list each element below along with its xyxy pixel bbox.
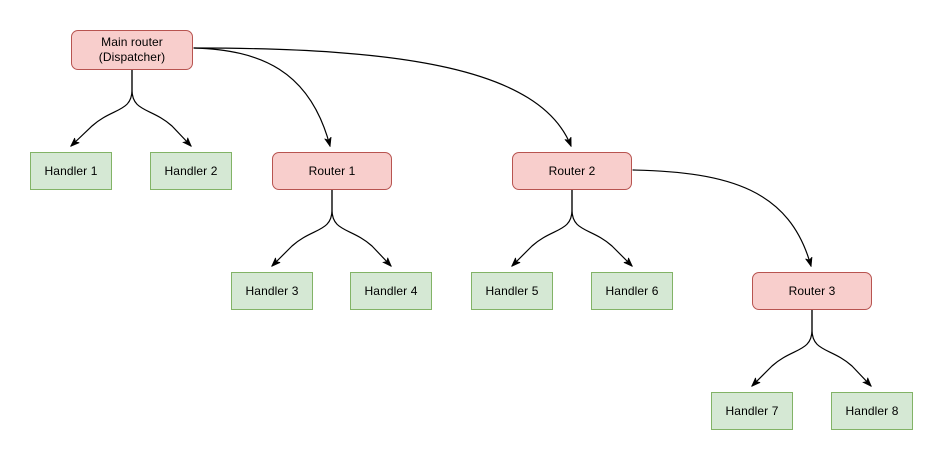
node-label-handler-1: Handler 1 [44,163,98,178]
edge-main-router-to-router-1 [193,47,330,146]
node-handler-5[interactable]: Handler 5 [471,272,553,310]
node-handler-6[interactable]: Handler 6 [591,272,673,310]
node-label-router-1: Router 1 [308,163,356,178]
node-label-router-2: Router 2 [548,163,596,178]
edge-router-2-to-handler-6 [571,189,632,266]
node-label-handler-8: Handler 8 [845,403,899,418]
node-router-1[interactable]: Router 1 [272,152,392,190]
node-label-handler-5: Handler 5 [485,283,539,298]
node-handler-2[interactable]: Handler 2 [150,152,232,190]
edge-main-router-to-router-2 [193,47,572,146]
node-label-handler-6: Handler 6 [605,283,659,298]
node-label-handler-2: Handler 2 [164,163,218,178]
edge-main-router-to-handler-1 [71,69,133,146]
edge-router-1-to-handler-3 [272,189,333,266]
node-handler-1[interactable]: Handler 1 [30,152,112,190]
node-label-handler-3: Handler 3 [245,283,299,298]
edge-router-3-to-handler-8 [811,309,871,386]
edges-group [71,47,871,386]
edge-router-2-to-router-3 [632,169,811,266]
node-router-3[interactable]: Router 3 [752,272,872,310]
node-main-router[interactable]: Main router (Dispatcher) [71,30,193,70]
node-label-handler-7: Handler 7 [725,403,779,418]
node-handler-8[interactable]: Handler 8 [831,392,913,430]
node-router-2[interactable]: Router 2 [512,152,632,190]
edge-router-1-to-handler-4 [331,189,391,266]
node-handler-4[interactable]: Handler 4 [350,272,432,310]
node-label-router-3: Router 3 [788,283,836,298]
edge-router-3-to-handler-7 [752,309,813,386]
edge-main-router-to-handler-2 [131,69,191,146]
node-handler-7[interactable]: Handler 7 [711,392,793,430]
node-handler-3[interactable]: Handler 3 [231,272,313,310]
edge-router-2-to-handler-5 [512,189,573,266]
node-label-main-router: Main router (Dispatcher) [98,35,166,64]
node-label-handler-4: Handler 4 [364,283,418,298]
